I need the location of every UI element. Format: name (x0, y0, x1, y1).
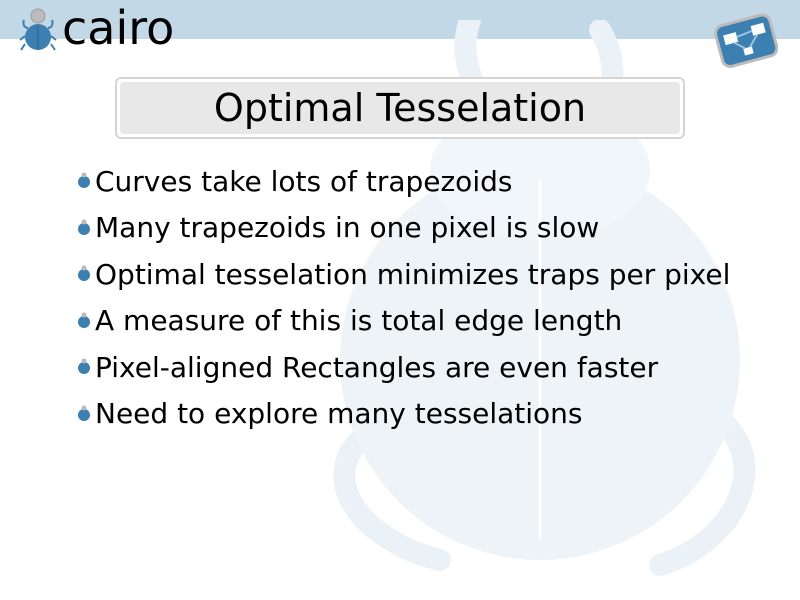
bullet-text: Need to explore many tesselations (95, 397, 583, 431)
scarab-bullet-icon (78, 405, 90, 421)
bullet-text: Optimal tesselation minimizes traps per … (95, 257, 731, 291)
slide-title: Optimal Tesselation (120, 82, 680, 134)
bullet-text: Pixel-aligned Rectangles are even faster (95, 350, 659, 384)
logo-text: cairo (62, 1, 175, 55)
bullet-item: A measure of this is total edge length (74, 298, 730, 345)
graph-diagram-icon (714, 13, 778, 68)
bullet-text: A measure of this is total edge length (95, 304, 623, 338)
scarab-bullet-icon (78, 312, 90, 328)
scarab-logo-icon (19, 8, 57, 51)
slide-title-box: Optimal Tesselation (115, 77, 685, 139)
bullet-item: Many trapezoids in one pixel is slow (74, 205, 730, 252)
bullet-item: Need to explore many tesselations (74, 391, 730, 438)
bullet-text: Curves take lots of trapezoids (95, 164, 513, 198)
bullet-list: Curves take lots of trapezoids Many trap… (74, 158, 730, 437)
bullet-item: Optimal tesselation minimizes traps per … (74, 251, 730, 298)
scarab-watermark-icon (333, 20, 756, 576)
bullet-item: Curves take lots of trapezoids (74, 158, 730, 205)
bullet-item: Pixel-aligned Rectangles are even faster (74, 344, 730, 391)
scarab-bullet-icon (78, 219, 90, 235)
bullet-text: Many trapezoids in one pixel is slow (95, 211, 600, 245)
cairo-logo: cairo (18, 1, 175, 55)
scarab-bullet-icon (78, 265, 90, 282)
scarab-bullet-icon (78, 172, 90, 189)
header-band (0, 0, 800, 39)
scarab-bullet-icon (78, 358, 90, 375)
